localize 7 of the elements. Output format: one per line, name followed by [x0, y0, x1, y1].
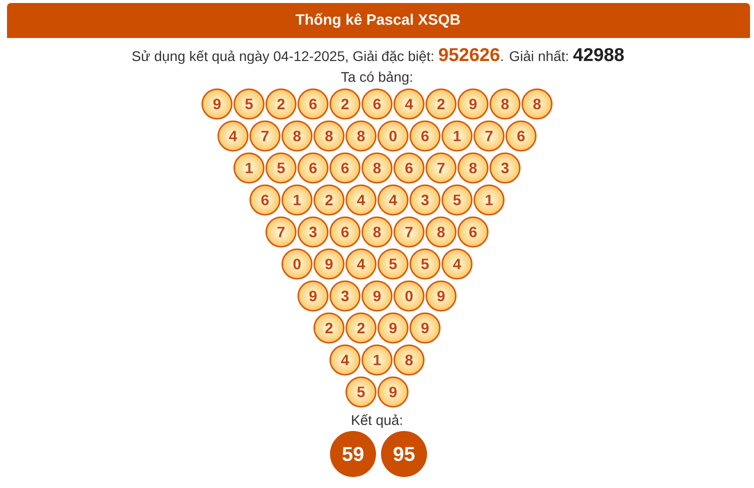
caption-text: Kết quả: — [352, 414, 402, 428]
highlighted-number: 952626 — [438, 48, 500, 62]
title-bar: Thống kê Pascal XSQB — [7, 3, 750, 38]
bold-number: 42988 — [573, 48, 624, 62]
caption-text: Ta có bảng: — [341, 71, 412, 85]
info-text: Sử dụng kết quả ngày 04-12-2025, Giải đặc biệt: — [132, 50, 434, 64]
info-text: . Giải nhất: — [501, 50, 568, 62]
